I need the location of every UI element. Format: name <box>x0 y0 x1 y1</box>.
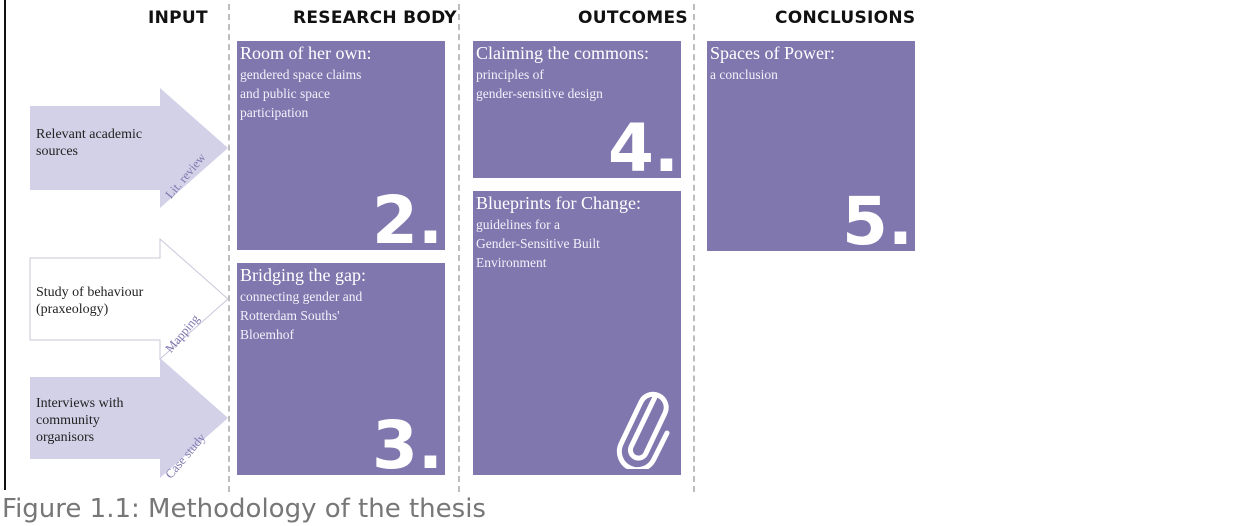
box-subtitle: a conclusion <box>710 67 778 82</box>
arrow-shape-lit-review <box>30 88 228 208</box>
separator-outcomes <box>693 4 695 492</box>
input-label-lit-review: Relevant academic sources <box>36 127 143 159</box>
column-header-research-body: RESEARCH BODY <box>293 8 457 28</box>
separator-research <box>458 4 460 492</box>
figure-caption: Figure 1.1: Methodology of the thesis <box>2 494 486 524</box>
box-title: Claiming the commons: <box>476 43 649 63</box>
input-label-case-study: Interviews with community organisors <box>36 396 124 445</box>
box-bridging-the-gap: Bridging the gap: connecting gender and … <box>237 263 445 475</box>
chapter-number: 5. <box>842 183 913 252</box>
box-title: Blueprints for Change: <box>476 193 641 213</box>
paperclip-icon <box>616 391 670 469</box>
box-title: Spaces of Power: <box>710 43 835 63</box>
box-title: Room of her own: <box>240 43 372 63</box>
chapter-number: 3. <box>372 407 443 476</box>
arrow-shape-mapping <box>29 237 229 361</box>
input-label-mapping: Study of behaviour (praxeology) <box>36 285 144 317</box>
box-subtitle: guidelines for a Gender-Sensitive Built … <box>476 217 600 270</box>
box-blueprints-for-change: Blueprints for Change: guidelines for a … <box>473 191 681 475</box>
box-subtitle: gendered space claims and public space p… <box>240 67 362 120</box>
box-spaces-of-power: Spaces of Power: a conclusion 5. <box>707 41 915 251</box>
column-header-conclusions: CONCLUSIONS <box>775 8 916 28</box>
box-room-of-her-own: Room of her own: gendered space claims a… <box>237 41 445 250</box>
column-header-input: INPUT <box>148 8 208 28</box>
column-header-outcomes: OUTCOMES <box>578 8 688 28</box>
box-title: Bridging the gap: <box>240 265 366 285</box>
chapter-number: 2. <box>372 182 443 251</box>
left-border <box>4 0 6 490</box>
separator-input <box>228 4 230 492</box>
box-subtitle: connecting gender and Rotterdam Souths' … <box>240 289 363 342</box>
chapter-number: 4. <box>608 110 679 179</box>
box-subtitle: principles of gender-sensitive design <box>476 67 603 101</box>
arrow-shape-case-study <box>30 358 228 478</box>
box-claiming-the-commons: Claiming the commons: principles of gend… <box>473 41 681 178</box>
